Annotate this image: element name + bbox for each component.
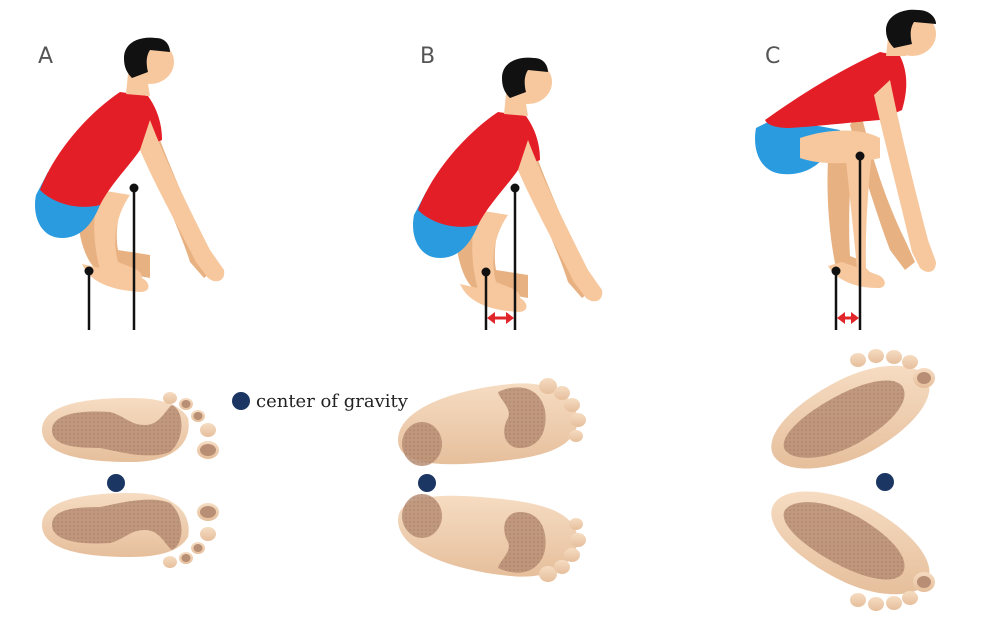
panel-label-a: A [38, 44, 53, 69]
gravity-point-a [107, 474, 125, 492]
legend-marker [232, 392, 250, 410]
balance-lines-b [481, 183, 520, 330]
footprint-b-upper [398, 378, 586, 466]
footprint-c-lower [771, 491, 935, 611]
shift-arrow-c [837, 312, 859, 324]
balance-lines-c [831, 151, 865, 330]
panel-label-b: B [420, 44, 435, 69]
squat-figure-a [35, 37, 225, 293]
balance-lines-a [84, 183, 139, 330]
footprint-a-upper [42, 392, 219, 462]
footprint-a-lower [42, 493, 219, 568]
footprint-b-lower [398, 494, 586, 582]
gravity-point-c [876, 473, 894, 491]
gravity-point-b [418, 474, 436, 492]
footprint-c-upper [771, 349, 935, 469]
squat-figure-b [413, 57, 603, 313]
footprints-c [771, 349, 935, 611]
footprints-b [398, 378, 586, 582]
legend: center of gravity [232, 391, 409, 412]
legend-label: center of gravity [256, 391, 409, 412]
bending-figure-c [755, 9, 936, 288]
panel-label-c: C [765, 44, 780, 69]
shift-arrow-b [487, 312, 514, 324]
footprints-a [42, 392, 219, 568]
